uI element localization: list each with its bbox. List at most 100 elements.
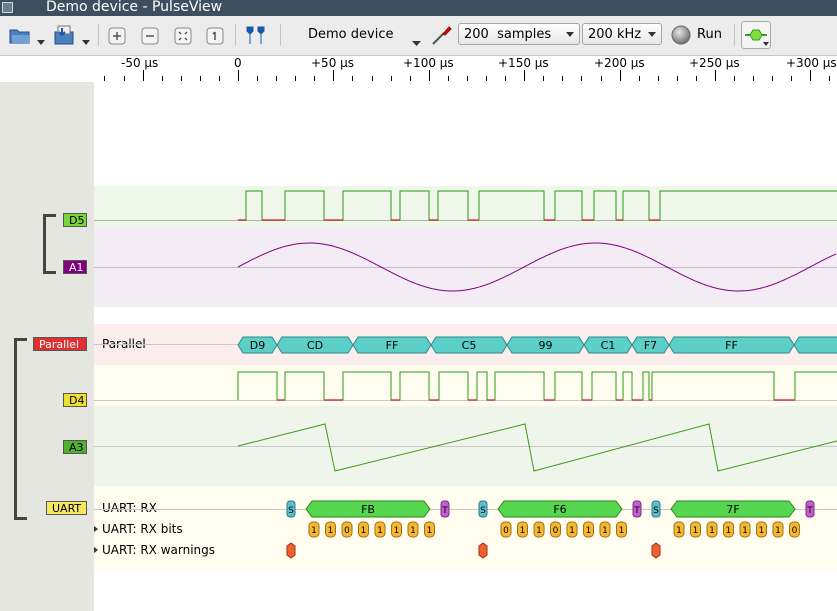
a1-label-text: A1 <box>69 261 84 274</box>
uart-bit-text: 1 <box>586 526 592 536</box>
channel-label-d5[interactable]: D5 <box>63 213 87 227</box>
uart-rx-byte-text: F6 <box>553 503 566 516</box>
d5-waveform <box>238 190 837 221</box>
channel-label-a3[interactable]: A3 <box>63 440 87 454</box>
uart-bit-text: 1 <box>676 526 682 536</box>
d5-label-text: D5 <box>69 214 85 227</box>
chevron-down-icon <box>648 32 656 37</box>
chevron-down-icon <box>566 32 574 37</box>
ruler-label: +200 µs <box>594 56 645 70</box>
show-cursors-icon[interactable] <box>245 25 267 45</box>
uart-stop-bit-block <box>440 500 450 518</box>
parallel-label-text: Parallel <box>39 338 80 351</box>
ruler-label: 0 <box>234 56 242 70</box>
expand-rx-warnings-chevron-icon[interactable] <box>94 547 98 553</box>
probe-config-icon[interactable] <box>430 24 452 46</box>
a3-waveform <box>237 423 837 472</box>
uart-bit-block <box>599 521 611 538</box>
uart-bit-text: 1 <box>427 526 433 536</box>
sample-rate-combo[interactable]: 200 kHz <box>582 23 662 45</box>
add-decoder-button[interactable] <box>741 21 771 49</box>
uart-start-bit-text: S <box>288 506 294 516</box>
uart-warning-marker <box>478 542 488 559</box>
zoom-one-to-one-icon[interactable] <box>206 27 224 45</box>
uart-rx-warnings-row-label[interactable]: UART: RX warnings <box>102 543 216 557</box>
uart-bit-block <box>533 521 545 538</box>
uart-bit-block <box>550 521 561 538</box>
uart-bit-block <box>756 521 767 538</box>
toolbar: Demo device 200 samples 200 kHz Run <box>0 16 837 56</box>
uart-bit-text: 1 <box>775 526 781 536</box>
uart-bit-text: 1 <box>520 526 526 536</box>
uart-bit-block <box>772 521 784 538</box>
uart-bit-text: 1 <box>759 526 765 536</box>
uart-rx-byte-block <box>305 500 431 518</box>
channel-label-d4[interactable]: D4 <box>63 393 87 407</box>
uart-label-text: UART <box>52 502 82 515</box>
uart-bit-text: 1 <box>536 526 542 536</box>
uart-rx-byte-text: FB <box>361 503 375 516</box>
uart-bit-block <box>308 521 320 538</box>
zoom-in-icon[interactable] <box>108 27 126 45</box>
uart-bit-block <box>325 521 336 538</box>
uart-start-bit-text: S <box>653 506 659 516</box>
uart-rx-byte-block <box>497 500 623 518</box>
run-label[interactable]: Run <box>697 27 722 42</box>
save-file-icon[interactable] <box>52 24 76 46</box>
uart-bit-block <box>566 521 578 538</box>
uart-bit-block <box>341 521 353 538</box>
parallel-value-text: FF <box>725 339 738 352</box>
uart-bit-block <box>723 521 734 538</box>
uart-start-bit-text: S <box>480 506 486 516</box>
uart-bit-block <box>517 521 528 538</box>
parallel-value-text: CD <box>307 339 323 352</box>
device-selector-label[interactable]: Demo device <box>308 27 394 42</box>
uart-bit-block <box>500 521 512 538</box>
uart-stop-bit-text: T <box>633 506 640 516</box>
trace-viewport[interactable]: Parallel UART: RX UART: RX bits UART: RX… <box>94 82 837 611</box>
uart-bit-block <box>374 521 386 538</box>
parallel-value-text: 99 <box>539 339 553 352</box>
time-ruler[interactable]: -50 µs 0 +50 µs +100 µs +150 µs +200 µs … <box>0 56 837 83</box>
uart-bit-text: 0 <box>503 526 509 536</box>
window-title: Demo device - PulseView <box>46 0 223 15</box>
group-bracket-top[interactable] <box>43 214 56 274</box>
d4-waveform <box>237 371 837 401</box>
device-chevron-down-icon[interactable] <box>412 32 421 46</box>
uart-bit-text: 1 <box>569 526 575 536</box>
uart-bit-block <box>739 521 751 538</box>
uart-bit-block <box>407 521 419 538</box>
channel-label-parallel[interactable]: Parallel <box>33 337 87 351</box>
uart-bit-block <box>583 521 594 538</box>
uart-bit-text: 1 <box>619 526 625 536</box>
uart-bit-block <box>391 521 402 538</box>
uart-bit-text: 0 <box>792 526 798 536</box>
save-menu-chevron-down-icon[interactable] <box>82 31 90 45</box>
uart-warning-marker <box>286 542 296 559</box>
uart-rx-bits-row-label[interactable]: UART: RX bits <box>102 522 183 536</box>
zoom-out-icon[interactable] <box>141 27 159 45</box>
uart-bit-text: 1 <box>693 526 699 536</box>
expand-rx-bits-chevron-icon[interactable] <box>94 526 98 532</box>
parallel-value-text: D9 <box>250 339 265 352</box>
sample-count-combo[interactable]: 200 samples <box>458 23 580 45</box>
zoom-fit-icon[interactable] <box>174 27 192 45</box>
open-menu-chevron-down-icon[interactable] <box>37 31 45 45</box>
uart-bit-block <box>690 521 701 538</box>
uart-bit-text: 1 <box>709 526 715 536</box>
open-file-icon[interactable] <box>9 27 31 44</box>
uart-bit-text: 1 <box>328 526 334 536</box>
run-button[interactable] <box>671 25 691 45</box>
ruler-label: +300 µs <box>786 56 837 70</box>
uart-start-bit-block <box>478 500 488 518</box>
channel-label-uart[interactable]: UART <box>46 501 87 515</box>
group-bracket-bottom[interactable] <box>14 338 27 520</box>
channel-label-a1[interactable]: A1 <box>63 260 87 274</box>
uart-bit-block <box>358 521 369 538</box>
uart-bit-text: 1 <box>410 526 416 536</box>
uart-stop-bit-text: T <box>441 506 448 516</box>
window-menu-button[interactable] <box>2 2 13 13</box>
sample-rate-value: 200 kHz <box>588 27 642 42</box>
uart-bit-text: 1 <box>742 526 748 536</box>
